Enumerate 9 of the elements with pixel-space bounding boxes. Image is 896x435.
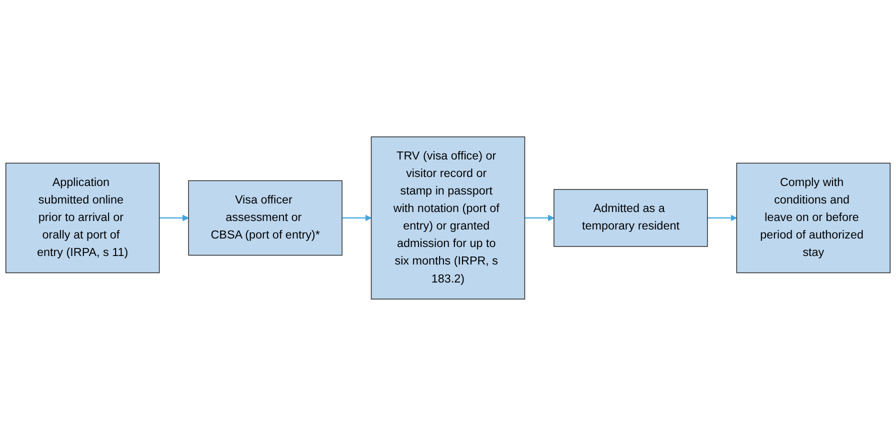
node-box: TRV (visa office) or visitor record or stamp in passport with notation (port of entry) or granted admission for up to six months (IRPR, s 183.2) xyxy=(370,136,526,299)
node-box: Admitted as a temporary resident xyxy=(554,188,708,246)
arrow xyxy=(524,214,554,221)
arrow xyxy=(707,214,737,221)
arrow xyxy=(342,214,372,221)
node-box: Visa officer assessment or CBSA (port of entry)* xyxy=(188,180,342,256)
node-box: Application submitted online prior to arrival or orally at port of entry (IRPA, s 11) xyxy=(5,162,160,273)
node-box: Comply with conditions and leave on or before period of authorized stay xyxy=(736,162,891,273)
arrow xyxy=(159,214,189,221)
